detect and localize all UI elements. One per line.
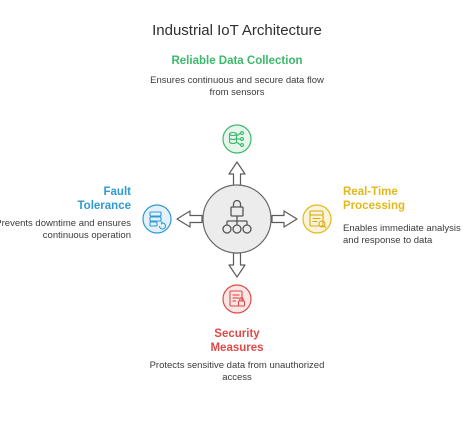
- network-lock-icon: [222, 199, 252, 234]
- security-measures-heading: Security Measures: [0, 327, 474, 355]
- data-flow-icon: [228, 131, 244, 147]
- security-icon: [229, 290, 246, 307]
- real-time-processing-heading-line-1: Real-Time: [343, 186, 398, 198]
- arrow-down: [228, 252, 246, 278]
- diagram-title: Industrial IoT Architecture: [152, 22, 322, 39]
- reliable-data-collection-heading: Reliable Data Collection: [171, 55, 303, 67]
- security-measures-node: [222, 284, 252, 314]
- real-time-processing-heading-line-2: Processing: [343, 200, 405, 212]
- hub-node: [202, 184, 272, 254]
- processing-icon: [309, 210, 327, 229]
- arrow-left: [176, 210, 203, 228]
- security-measures-heading-line-1: Security: [214, 328, 260, 340]
- arrow-right: [271, 210, 298, 228]
- fault-tolerance-heading-line-1: Fault: [103, 186, 131, 198]
- arrow-up: [228, 161, 246, 187]
- recovery-icon: [149, 211, 167, 230]
- fault-tolerance-description: Prevents downtime and ensures continuous…: [0, 218, 131, 241]
- fault-tolerance-heading: Fault Tolerance: [78, 185, 131, 213]
- reliable-data-collection-description: Ensures continuous and secure data flow …: [150, 75, 324, 98]
- real-time-processing-description: Enables immediate analysis and response …: [343, 223, 461, 246]
- security-measures-description: Protects sensitive data from unauthorize…: [149, 360, 325, 383]
- reliable-data-collection-node: [222, 124, 252, 154]
- security-measures-heading-line-2: Measures: [210, 342, 264, 354]
- real-time-processing-node: [302, 204, 332, 234]
- fault-tolerance-node: [142, 204, 172, 234]
- real-time-processing-heading: Real-Time Processing: [343, 185, 405, 213]
- fault-tolerance-heading-line-2: Tolerance: [77, 200, 131, 212]
